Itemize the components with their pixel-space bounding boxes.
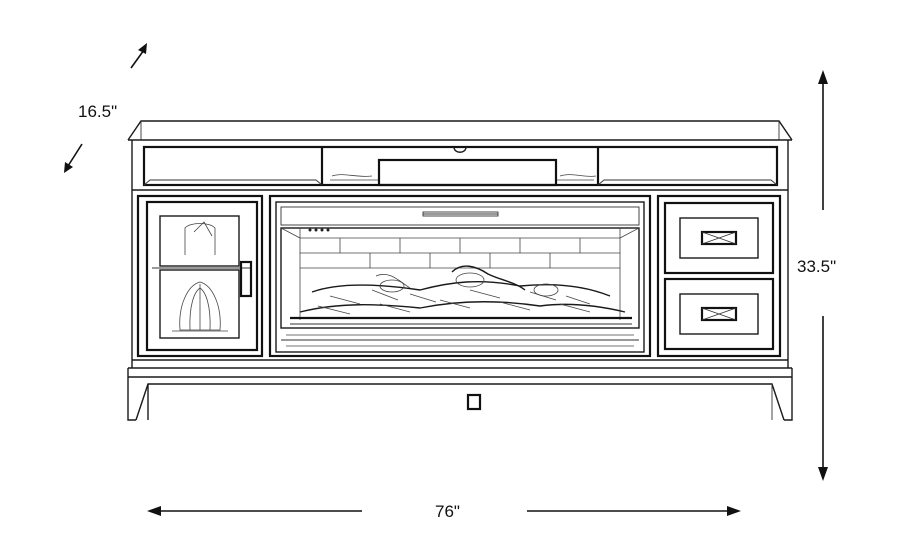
firebox-bricks xyxy=(280,227,640,320)
left-cabinet xyxy=(136,194,264,358)
decor-vase-icon xyxy=(184,223,216,255)
width-arrow-left-head xyxy=(147,506,161,516)
decor-sculpture-icon xyxy=(179,281,221,331)
right-cabinet xyxy=(656,194,782,358)
console-body xyxy=(128,140,792,369)
depth-label: 16.5" xyxy=(78,102,117,121)
upper-shelf xyxy=(142,145,779,187)
height-arrow-upper-head xyxy=(818,70,828,84)
width-dimension: 76" xyxy=(147,502,741,521)
width-label: 76" xyxy=(435,502,460,521)
depth-dimension: 16.5" xyxy=(64,43,147,173)
width-arrow-right-head xyxy=(727,506,741,516)
depth-arrow-lower-line xyxy=(67,143,83,167)
upper-drawer-pull xyxy=(700,230,738,246)
lower-drawer xyxy=(663,277,775,351)
console-top xyxy=(127,120,793,141)
fireplace-insert xyxy=(268,194,652,358)
fireplace-vent xyxy=(286,334,634,347)
lower-drawer-pull xyxy=(700,306,738,322)
fireplace-console xyxy=(127,120,793,421)
depth-arrow-upper-head xyxy=(138,43,147,54)
upper-drawer xyxy=(663,201,775,275)
left-door-handle xyxy=(239,260,253,298)
console-base xyxy=(127,368,793,421)
control-dots xyxy=(308,228,330,232)
depth-arrow-lower-head xyxy=(64,162,73,173)
center-support xyxy=(466,393,482,411)
fireplace-logs xyxy=(290,265,632,325)
center-shelf-component xyxy=(377,158,558,187)
height-dimension: 33.5" xyxy=(797,70,836,481)
cable-notch xyxy=(453,146,467,153)
height-label: 33.5" xyxy=(797,257,836,276)
height-arrow-lower-head xyxy=(818,467,828,481)
depth-arrow-upper-line xyxy=(130,49,145,69)
